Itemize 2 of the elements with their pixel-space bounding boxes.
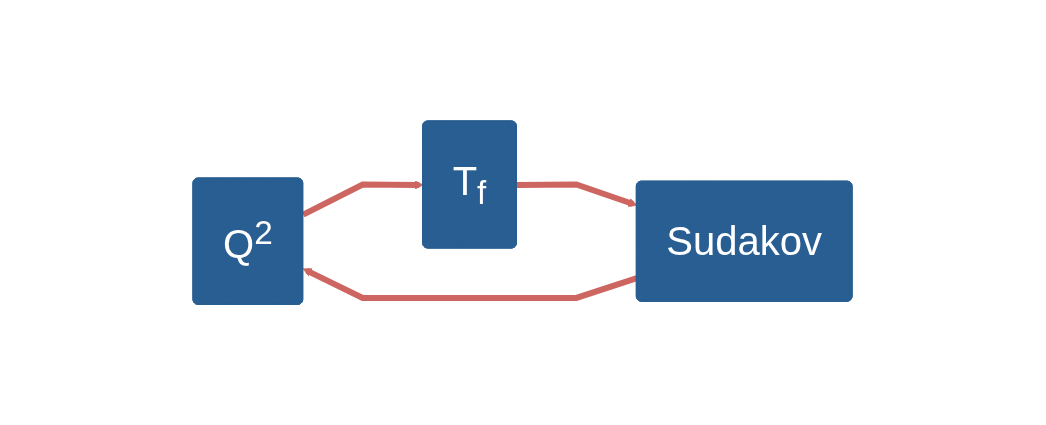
arrow <box>302 180 425 218</box>
arrow <box>517 181 638 207</box>
